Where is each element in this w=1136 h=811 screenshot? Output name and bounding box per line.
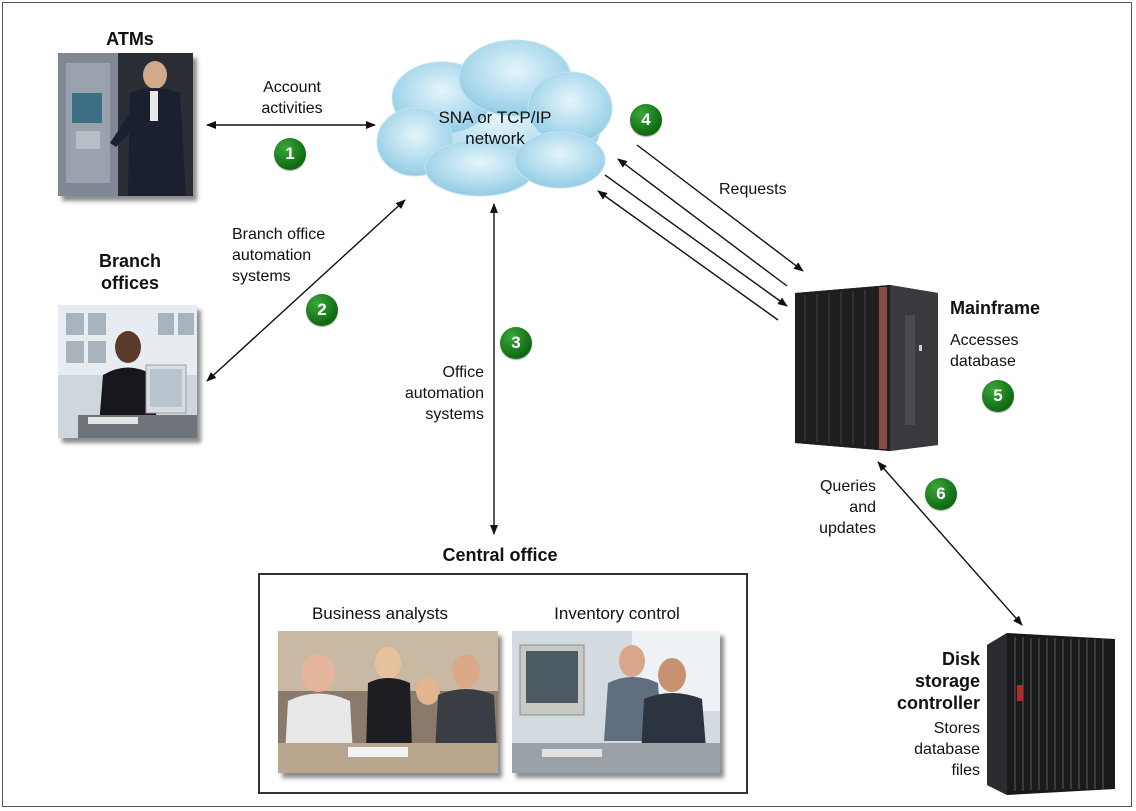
branch-photo: [58, 305, 197, 438]
mainframe-title: Mainframe: [950, 298, 1041, 318]
central-office-title: Central office: [442, 545, 558, 565]
arrow-request-1: [636, 144, 804, 272]
arrow-branch-network: [206, 199, 406, 382]
business-analysts-photo: [278, 631, 498, 773]
step-2-badge: 2: [306, 294, 338, 326]
disk-storage-image: [987, 633, 1115, 795]
inventory-control-photo: [512, 631, 720, 773]
queries-updates-label: Queries and updates: [819, 478, 876, 537]
business-analysts-label: Business analysts: [311, 604, 449, 623]
arrow-request-3: [604, 174, 788, 307]
branch-offices-title: Branch offices: [98, 251, 161, 293]
requests-label: Requests: [719, 181, 787, 198]
step-1-badge: 1: [274, 138, 306, 170]
account-activities-label: Account activities: [261, 79, 323, 117]
atms-title: ATMs: [106, 29, 154, 49]
arrow-mainframe-disk: [877, 461, 1023, 626]
inventory-control-label: Inventory control: [554, 604, 680, 623]
step-4-badge: 4: [630, 104, 662, 136]
arrow-request-2: [617, 158, 788, 287]
arrow-request-4: [597, 190, 779, 321]
step-5-badge: 5: [982, 380, 1014, 412]
atm-photo: [58, 53, 193, 196]
branch-automation-label: Branch office automation systems: [232, 226, 326, 285]
mainframe-image: [795, 285, 938, 451]
network-label: SNA or TCP/IP network: [438, 108, 552, 148]
disk-sub-label: Stores database files: [914, 720, 980, 779]
step-6-badge: 6: [925, 478, 957, 510]
mainframe-sub-label: Accesses database: [950, 332, 1019, 370]
step-3-badge: 3: [500, 327, 532, 359]
disk-storage-title: Disk storage controller: [896, 649, 980, 713]
office-automation-label: Office automation systems: [404, 364, 484, 423]
